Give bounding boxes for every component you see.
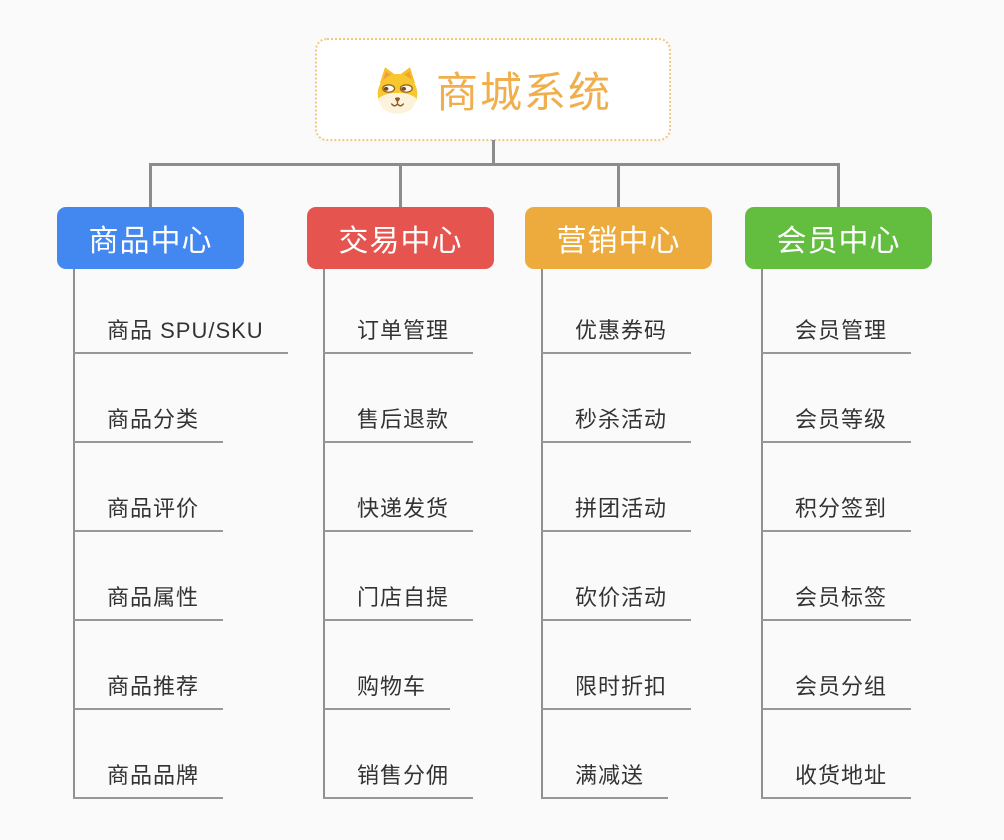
branch-rail: [323, 269, 325, 799]
topic-item[interactable]: 拼团活动: [541, 497, 692, 532]
connector-stub-marketing: [617, 164, 620, 208]
branch-label: 会员中心: [776, 225, 901, 258]
topic-item[interactable]: 砍价活动: [541, 586, 692, 621]
root-node[interactable]: 商城系统: [315, 38, 671, 141]
topic-item[interactable]: 会员管理: [761, 319, 912, 354]
branch-node-product-center[interactable]: 商品中心: [57, 207, 244, 269]
branch-member-center: 会员中心 会员管理 会员等级 积分签到 会员标签 会员分组 收货地址: [745, 207, 1004, 827]
topic-item[interactable]: 快递发货: [323, 497, 474, 532]
root-title: 商城系统: [435, 69, 612, 116]
connector-stub-trade: [399, 164, 402, 208]
branch-label: 营销中心: [556, 225, 681, 258]
topic-item[interactable]: 订单管理: [323, 319, 474, 354]
topic-item[interactable]: 会员标签: [761, 586, 912, 621]
topic-item[interactable]: 收货地址: [761, 764, 912, 799]
topic-item[interactable]: 商品评价: [73, 497, 224, 532]
dog-face-icon: [377, 66, 418, 113]
branch-node-marketing-center[interactable]: 营销中心: [525, 207, 712, 269]
branch-rail: [541, 269, 543, 799]
connector-horizontal-rail: [149, 163, 840, 166]
topic-item[interactable]: 满减送: [541, 764, 669, 799]
topic-item[interactable]: 销售分佣: [323, 764, 474, 799]
connector-stub-product: [149, 164, 152, 208]
topic-item[interactable]: 商品品牌: [73, 764, 224, 799]
topic-item[interactable]: 购物车: [323, 675, 451, 710]
topic-item[interactable]: 商品推荐: [73, 675, 224, 710]
branch-rail: [73, 269, 75, 799]
topic-item[interactable]: 商品 SPU/SKU: [73, 319, 288, 354]
topic-item[interactable]: 会员等级: [761, 408, 912, 443]
topic-item[interactable]: 秒杀活动: [541, 408, 692, 443]
branch-label: 交易中心: [338, 225, 463, 258]
topic-item[interactable]: 限时折扣: [541, 675, 692, 710]
topic-item[interactable]: 商品分类: [73, 408, 224, 443]
branch-node-trade-center[interactable]: 交易中心: [307, 207, 494, 269]
branch-trade-center: 交易中心 订单管理 售后退款 快递发货 门店自提 购物车 销售分佣: [307, 207, 567, 827]
connector-stub-member: [837, 164, 840, 208]
topic-item[interactable]: 售后退款: [323, 408, 474, 443]
branch-node-member-center[interactable]: 会员中心: [745, 207, 932, 269]
topic-item[interactable]: 会员分组: [761, 675, 912, 710]
topic-item[interactable]: 商品属性: [73, 586, 224, 621]
connector-trunk: [492, 140, 495, 165]
branch-rail: [761, 269, 763, 799]
topic-item[interactable]: 积分签到: [761, 497, 912, 532]
branch-product-center: 商品中心 商品 SPU/SKU 商品分类 商品评价 商品属性 商品推荐 商品品牌: [57, 207, 317, 827]
branch-marketing-center: 营销中心 优惠券码 秒杀活动 拼团活动 砍价活动 限时折扣 满减送: [525, 207, 785, 827]
topic-item[interactable]: 门店自提: [323, 586, 474, 621]
branch-label: 商品中心: [88, 225, 213, 258]
topic-item[interactable]: 优惠券码: [541, 319, 692, 354]
